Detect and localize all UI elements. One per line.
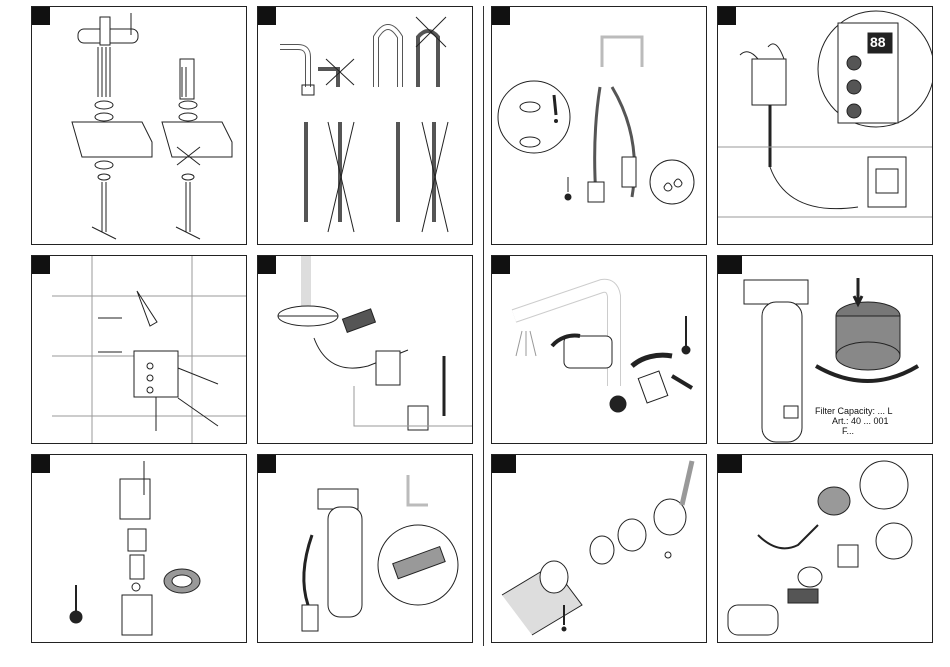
display-readout: 88 [870,37,886,48]
page-divider [483,6,484,646]
panel-cable-connection [257,255,473,444]
panel-wall-mounting [31,255,247,444]
panel-valve-assembly [31,454,247,643]
panel-cartridge-exploded [491,454,707,643]
panel-hose-bending [257,6,473,245]
filter-f-text: F... [842,426,854,437]
panel-filter-capacity: Filter Capacity: ... L Art.: 40 ... 001 … [717,255,933,444]
panel-electronics-exploded [717,454,933,643]
panel-filter-connection [257,454,473,643]
panel-faucet-operation [491,255,707,444]
panel-control-unit: 88 [717,6,933,245]
panel-mounting-hardware [31,6,247,245]
filter-article-text: Art.: 40 ... 001 [832,416,889,427]
panel-angle-valve [491,6,707,245]
